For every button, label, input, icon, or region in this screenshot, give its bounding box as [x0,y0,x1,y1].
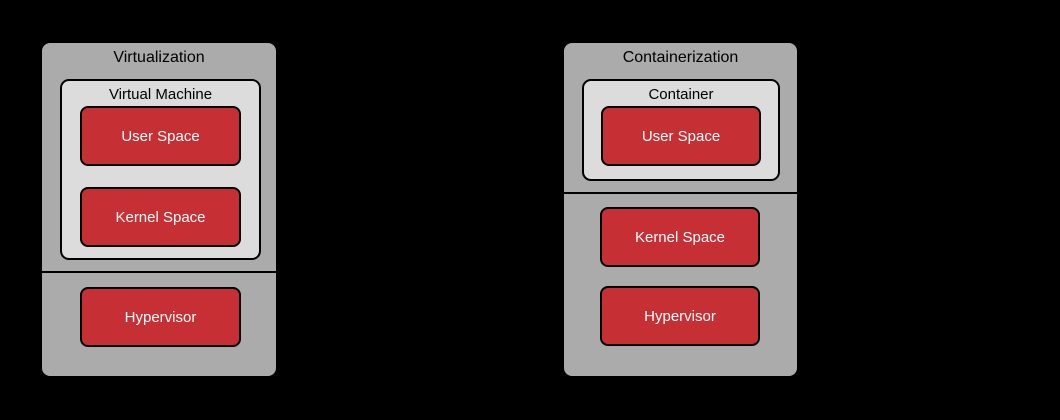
virtualization-title: Virtualization [113,49,205,66]
container-title: Container [648,86,714,103]
vm-kernel-space-label: Kernel Space [115,208,206,226]
containerization-divider [562,192,799,194]
virtualization-panel: Virtualization Virtual Machine User Spac… [40,41,278,378]
virtualization-divider [40,271,278,273]
container-user-space-label: User Space [641,127,721,145]
virtual-machine-box: Virtual Machine User Space Kernel Space [60,79,261,260]
containerization-hypervisor-block: Hypervisor [600,286,760,346]
container-box: Container User Space [582,79,780,181]
vm-user-space-block: User Space [80,106,241,166]
containerization-hypervisor-label: Hypervisor [644,307,716,325]
virtualization-hypervisor-label: Hypervisor [124,308,197,326]
virtual-machine-title: Virtual Machine [108,86,213,103]
virtualization-hypervisor-block: Hypervisor [80,287,241,347]
containerization-title: Containerization [622,49,739,66]
containerization-kernel-space-label: Kernel Space [634,228,726,246]
containerization-kernel-space-block: Kernel Space [600,207,760,267]
vm-kernel-space-block: Kernel Space [80,187,241,247]
container-user-space-block: User Space [601,106,761,166]
vm-user-space-label: User Space [121,127,200,145]
containerization-panel: Containerization Container User Space Ke… [562,41,799,378]
